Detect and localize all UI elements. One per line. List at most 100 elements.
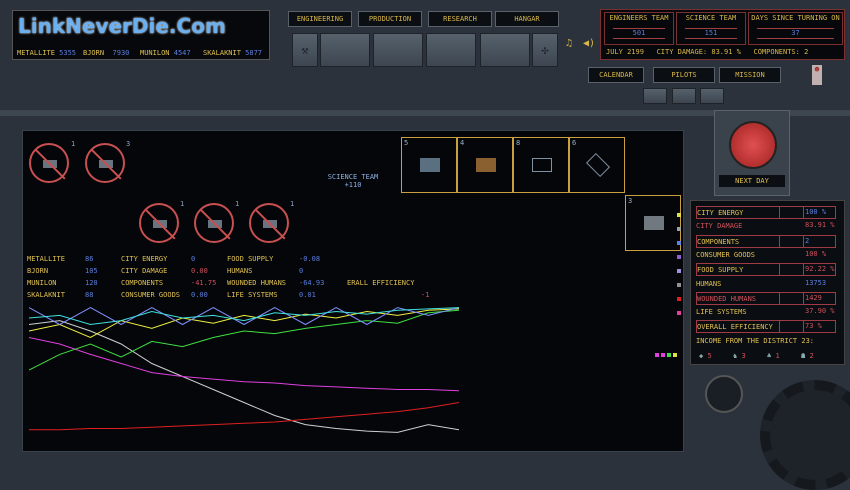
building-slot[interactable] [480,33,530,67]
stat-value: 0.00 [191,267,208,275]
nav-engineering[interactable]: ENGINEERING [288,11,352,27]
nav-calendar[interactable]: CALENDAR [588,67,644,83]
building-slot[interactable] [320,33,370,67]
watermark-logo: LinkNeverDie.Com [18,14,226,38]
stat-label: METALLITE [27,255,65,263]
building-slot[interactable] [373,33,423,67]
city-stat-row: CITY DAMAGE 83.91 % [696,220,836,233]
sound-icon[interactable]: ◀) [583,38,596,49]
legend-dot [677,255,681,259]
cell-divider [779,206,803,219]
stat-value: 0.00 [191,291,208,299]
slot[interactable] [643,88,667,104]
stat-value: 0 [299,267,304,275]
stat-value: 86 [85,255,94,263]
history-graph [29,307,459,433]
resource-munilon: MUNILON 4547 [140,49,191,57]
stat-label: WOUNDED HUMANS [227,279,287,287]
graph-series-line [29,320,459,433]
ship-icon[interactable]: ✣ [532,33,558,67]
item-card[interactable]: 4 [457,137,513,193]
stat-value: -41.75 [191,279,217,287]
dial-icon[interactable] [705,375,743,413]
cell-divider [779,320,803,334]
city-stat-value: 83.91 % [805,221,835,230]
city-stat-label: LIFE SYSTEMS [696,308,747,317]
legend-dot [677,269,681,273]
nav-production[interactable]: PRODUCTION [358,11,422,27]
slot[interactable] [672,88,696,104]
stat-label: HUMANS [227,267,253,275]
nav-mission[interactable]: MISSION [719,67,781,83]
resource-icon: ◆ [699,352,704,360]
stat-value: -1 [421,291,430,299]
nav-hangar[interactable]: HANGAR [495,11,559,27]
nav-research[interactable]: RESEARCH [428,11,492,27]
cell-divider [779,234,803,248]
city-stat-value: 37.90 % [805,307,835,316]
graph-series-line [29,307,459,326]
item-card[interactable]: 8 [513,137,569,193]
stat-value: -0.08 [299,255,321,263]
stat-label: CONSUMER GOODS [121,291,181,299]
status-line: JULY 2199 CITY DAMAGE: 83.91 % COMPONENT… [606,48,809,56]
wrench-icon[interactable]: ⚒ [292,33,318,67]
stat-label: CITY ENERGY [121,255,168,263]
resource-bjorn: BJORN 7930 [83,49,130,57]
stat-label: FOOD SUPPLY [227,255,274,263]
graph-series-line [29,402,459,431]
music-icon[interactable]: ♫ [566,38,573,49]
stat-label: COMPONENTS [121,279,164,287]
resource-icon: ♣ [767,352,772,360]
city-stat-label: CITY DAMAGE [696,222,743,231]
legend-dot [677,227,681,231]
divider [0,110,850,116]
red-button-icon [729,121,777,169]
banned-item-icon [29,143,69,183]
legend-dot [661,353,665,357]
nav-pilots[interactable]: PILOTS [653,67,715,83]
item-card[interactable]: 5 [401,137,457,193]
income-item: ◆ 5 [699,350,729,363]
stat-label: BJORN [27,267,49,275]
resource-icon: ☗ [801,352,806,360]
banned-item-icon [249,203,289,243]
income-item: ♞ 3 [733,350,763,363]
city-stat-label: OVERALL EFFICIENCY [697,323,773,332]
stat-value: 105 [85,267,98,275]
city-stat-label: FOOD SUPPLY [697,266,744,275]
item-card[interactable]: 3 [625,195,681,251]
city-stat-value: 73 % [803,320,835,334]
banned-item-icon [194,203,234,243]
cell-divider [779,291,803,305]
stat-value: 120 [85,279,98,287]
graph-series-line [29,337,459,392]
next-day-button[interactable]: NEXT DAY [714,110,790,196]
graph-series-line [29,307,459,326]
resource-skalaknit: SKALAKNIT 5877 [203,49,263,57]
count: 1 [180,200,185,208]
item-card[interactable]: 6 [569,137,625,193]
legend-dot [677,213,681,217]
resource-metallite: METALLITE 5355 [17,49,77,57]
city-stat-value: 13753 [805,278,827,287]
slot[interactable] [700,88,724,104]
stat-label: LIFE SYSTEMS [227,291,278,299]
district-view: 1 3 1 1 1 SCIENCE TEAM+110 5 4 8 6 3 MET… [22,130,684,452]
stat-label: SKALAKNIT [27,291,65,299]
resource-icon: ♞ [733,352,738,360]
stat-value: 0.01 [299,291,316,299]
banned-item-icon [139,203,179,243]
graph-series-line [29,309,459,371]
building-slot[interactable] [426,33,476,67]
city-stat-label: WOUNDED HUMANS [697,294,757,303]
pilot-icon[interactable]: ☻ [812,65,822,85]
stat-value: 88 [85,291,94,299]
legend-dot [677,241,681,245]
banned-item-icon [85,143,125,183]
